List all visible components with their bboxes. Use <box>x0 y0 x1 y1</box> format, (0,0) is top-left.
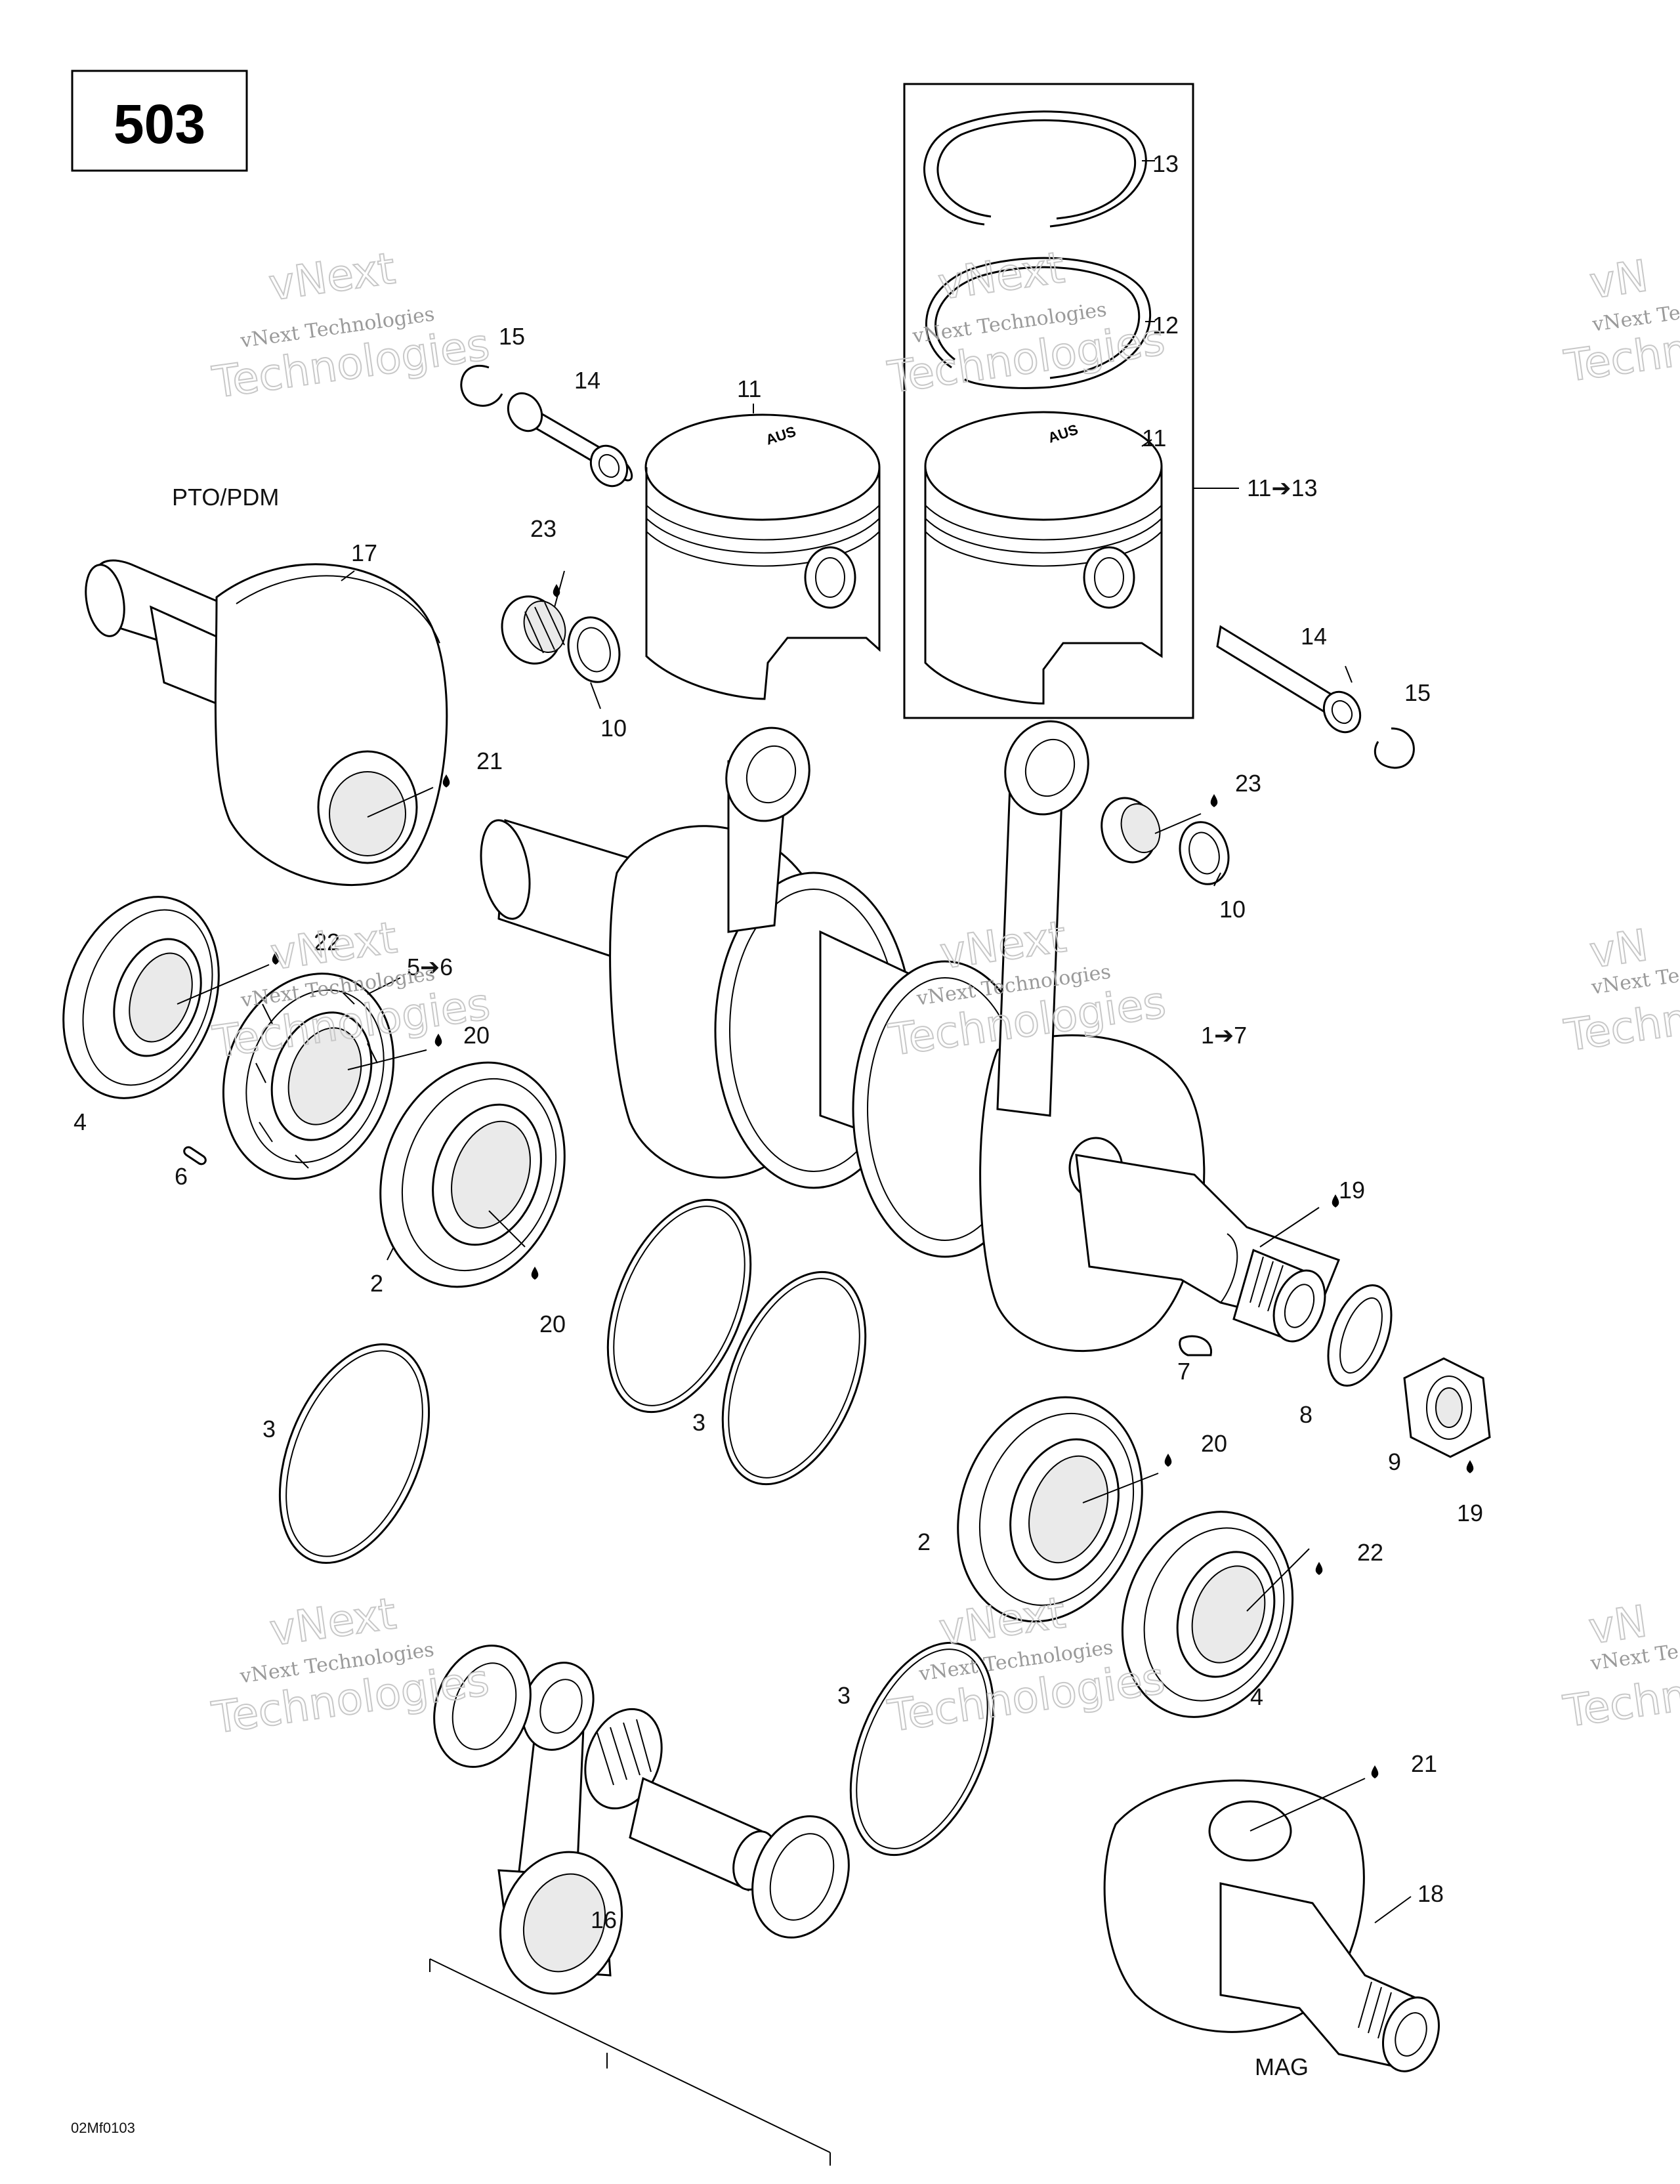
needle-bearing-23-left <box>501 595 566 665</box>
piston-pin-14-left <box>507 392 633 488</box>
o-ring-3-left <box>278 1343 430 1564</box>
callout-13: 13 <box>1152 150 1179 177</box>
callout-23-left: 23 <box>530 515 556 542</box>
ball-bearing-2-right <box>957 1396 1143 1623</box>
ball-bearing-2-left <box>379 1061 566 1288</box>
callout-9: 9 <box>1388 1448 1401 1475</box>
o-ring-3-mid-b-inner <box>728 1278 860 1479</box>
callout-2-right: 2 <box>917 1528 931 1555</box>
watermark-word: Techn <box>1561 324 1680 392</box>
o-ring-3-mid-a <box>606 1198 752 1414</box>
crankshaft-assembly-1to7 <box>480 819 1340 1353</box>
connecting-rod-kit-16 <box>429 1645 850 2166</box>
roller-bearing-5to6 <box>222 973 395 1180</box>
diagram-number-box: 503 <box>71 70 248 172</box>
side-label-mag: MAG <box>1255 2053 1309 2080</box>
watermark-top-right: vN vNext Te Techn <box>1561 250 1680 392</box>
diagram-number: 503 <box>114 93 205 155</box>
callout-11to13: 11➔13 <box>1247 474 1318 501</box>
callout-3-bottom: 3 <box>837 1682 850 1709</box>
thrust-washer-10-right <box>1179 821 1230 885</box>
callout-15-left: 15 <box>499 323 525 350</box>
watermark-low-center: vNext vNext Technologies Technologies <box>884 1587 1169 1742</box>
watermark-low-right: vN vNext Te Techn <box>1559 1595 1680 1738</box>
callout-labels: 13 12 11 11 11➔13 15 14 23 17 10 14 15 2… <box>74 150 1483 1933</box>
circlip-15-left <box>460 365 503 407</box>
callout-20-upper: 20 <box>463 1022 490 1049</box>
callout-16: 16 <box>591 1906 617 1933</box>
callout-23-right: 23 <box>1235 770 1261 797</box>
callout-4-left: 4 <box>74 1108 87 1135</box>
piston-kit-box <box>903 83 1239 719</box>
o-ring-3-left-inner <box>285 1350 423 1557</box>
callout-3-left: 3 <box>262 1416 276 1442</box>
piston-ring-12 <box>925 257 1152 389</box>
callout-19-upper: 19 <box>1339 1177 1365 1204</box>
callout-2-left: 2 <box>370 1270 383 1297</box>
watermark-mid-right: vN vNext Te Techn <box>1561 919 1680 1062</box>
callout-5to6: 5➔6 <box>407 954 453 980</box>
crankshaft-nut-9 <box>1403 1357 1491 1458</box>
watermark-word: Techn <box>1561 994 1680 1061</box>
watermark-brand: vN <box>1586 1596 1650 1654</box>
watermark-brand: vNext <box>935 242 1068 310</box>
side-label-pto: PTO/PDM <box>172 484 279 511</box>
oil-seal-4-left <box>62 896 220 1099</box>
piston-ring-13 <box>923 110 1147 228</box>
oil-seal-4-right <box>1121 1511 1294 1718</box>
callout-10-right: 10 <box>1219 896 1246 923</box>
connecting-rod-upper-right <box>996 720 1089 1117</box>
callout-4-right: 4 <box>1250 1683 1263 1710</box>
piston-11-right: AUS <box>924 411 1163 705</box>
woodruff-key-7 <box>1179 1335 1212 1356</box>
locating-pin-6 <box>183 1146 207 1166</box>
connecting-rod-upper-left <box>725 726 810 933</box>
watermark-brand: vN <box>1587 920 1651 978</box>
callout-21-bottom: 21 <box>1411 1750 1437 1777</box>
callout-19-lower: 19 <box>1457 1500 1483 1526</box>
callout-6: 6 <box>175 1163 188 1190</box>
watermark-top-left: vNext vNext Technologies Technologies <box>209 242 494 409</box>
callout-15-right: 15 <box>1404 679 1431 706</box>
callout-3-mid: 3 <box>692 1409 705 1436</box>
o-ring-3-bottom <box>849 1641 995 1857</box>
callout-14-left: 14 <box>574 367 600 394</box>
o-ring-3-mid-a-inner <box>613 1206 746 1406</box>
thrust-washer-10-left <box>567 616 621 683</box>
image-code: 02Mf0103 <box>71 2120 135 2136</box>
callout-1to7: 1➔7 <box>1201 1022 1247 1049</box>
callout-8: 8 <box>1299 1401 1312 1428</box>
o-ring-3-mid-b <box>721 1270 867 1486</box>
callout-18: 18 <box>1418 1880 1444 1907</box>
callout-20-mid: 20 <box>539 1311 566 1337</box>
lubrication-markers <box>272 584 1474 1778</box>
callout-22-left: 22 <box>314 929 340 956</box>
watermark-mid-left: vNext vNext Technologies Technologies <box>209 912 494 1068</box>
watermark-word: Techn <box>1560 1670 1680 1737</box>
lock-washer-8 <box>1327 1284 1393 1387</box>
callout-22-right: 22 <box>1357 1539 1383 1566</box>
callout-17: 17 <box>351 539 377 566</box>
piston-pin-14-right <box>1216 625 1362 734</box>
callout-12: 12 <box>1152 312 1179 339</box>
callout-10-left: 10 <box>600 715 627 742</box>
o-ring-3-bottom-inner <box>856 1648 988 1849</box>
callout-11-right: 11 <box>1142 425 1166 452</box>
watermark-brand: vN <box>1587 251 1651 309</box>
crankshaft-half-pto-17 <box>85 559 448 886</box>
crankshaft-half-mag-18 <box>1103 1779 1440 2072</box>
callout-21-top: 21 <box>476 747 503 774</box>
watermark-top-center: vNext vNext Technologies Technologies <box>884 242 1169 404</box>
watermark-brand: vNext <box>266 243 398 310</box>
circlip-15-right <box>1374 727 1415 769</box>
callout-20-right: 20 <box>1201 1430 1227 1457</box>
piston-11-left: AUS <box>644 413 881 700</box>
callout-11-left: 11 <box>737 375 761 402</box>
callout-14-right: 14 <box>1301 623 1327 650</box>
needle-bearing-23-right <box>1101 797 1161 864</box>
leader-lines <box>177 160 1412 1923</box>
callout-7: 7 <box>1177 1358 1190 1385</box>
